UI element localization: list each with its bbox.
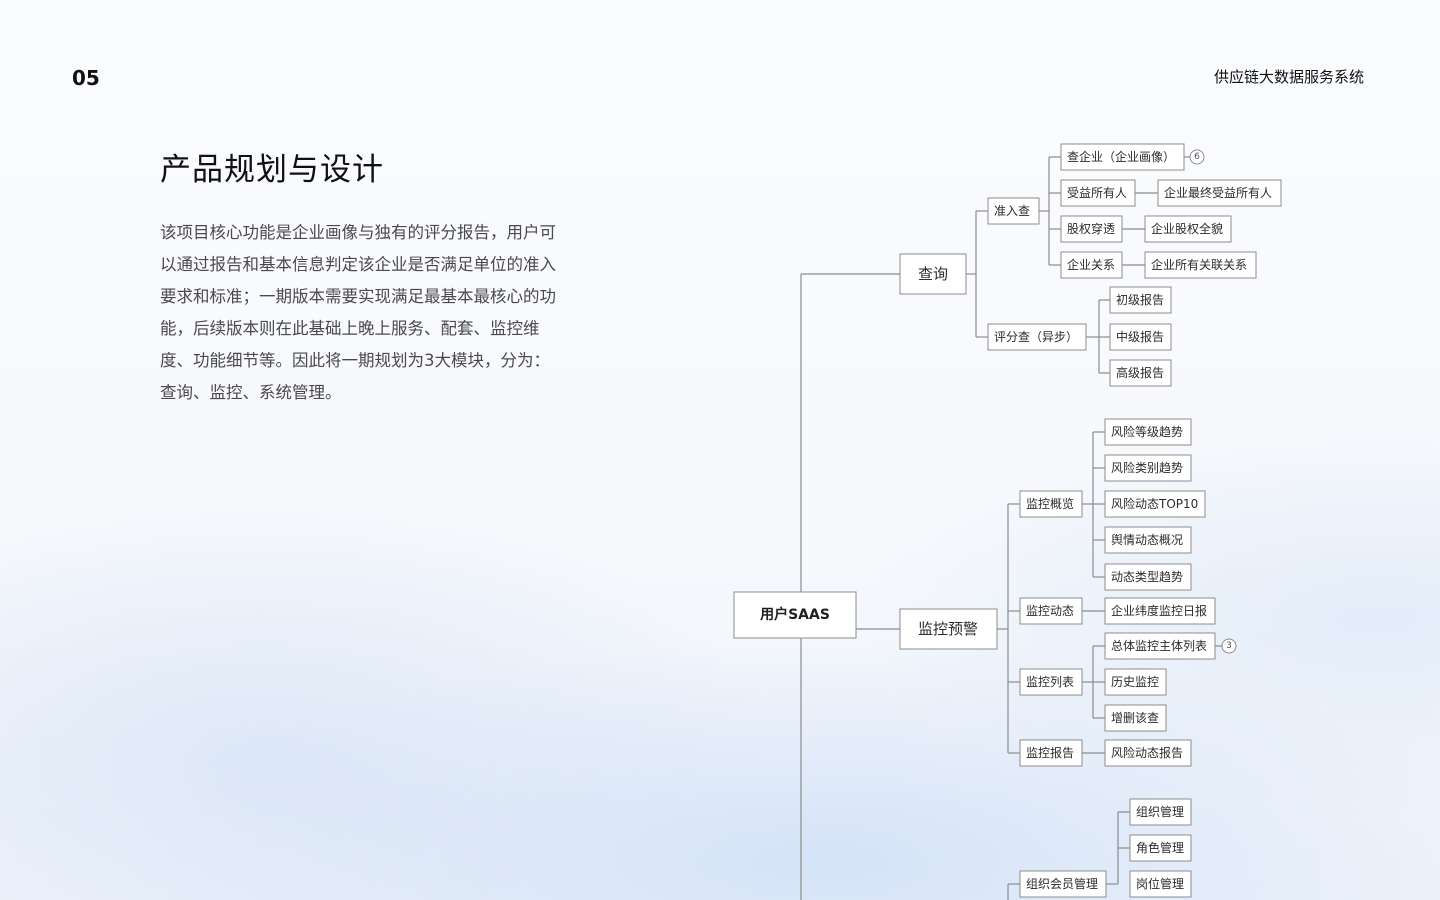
node-risk-top10-label: 风险动态TOP10	[1111, 496, 1198, 511]
node-risk-category-trend-label: 风险类别趋势	[1111, 460, 1183, 475]
node-report-high-label: 高级报告	[1116, 365, 1164, 380]
system-title: 供应链大数据服务系统	[1213, 68, 1364, 86]
node-company-portrait: 查企业（企业画像） 6	[1060, 143, 1205, 171]
node-monitor-dynamics-label: 监控动态	[1026, 604, 1074, 618]
root-node-label: 用户SAAS	[760, 606, 830, 623]
node-report-basic: 初级报告	[1109, 286, 1172, 314]
node-score-check-label: 评分查（异步）	[994, 330, 1078, 344]
count-badge-label: 3	[1226, 641, 1232, 651]
node-monitor-report-label: 监控报告	[1026, 745, 1074, 760]
node-company-portrait-label: 查企业（企业画像）	[1067, 149, 1175, 164]
node-daily-monitor-report: 企业纬度监控日报	[1104, 597, 1216, 625]
node-sentiment-overview: 舆情动态概况	[1104, 526, 1192, 554]
node-monitor-overview-label: 监控概览	[1026, 496, 1074, 511]
node-monitored-entity-list: 总体监控主体列表 3	[1104, 632, 1237, 660]
count-badge-label: 6	[1194, 152, 1200, 162]
node-all-relations-label: 企业所有关联关系	[1151, 257, 1247, 272]
node-crud: 增删该查	[1104, 704, 1167, 732]
node-monitor-label: 监控预警	[918, 620, 978, 638]
node-report-mid: 中级报告	[1109, 323, 1172, 351]
count-badge	[1221, 638, 1237, 654]
node-org-mgmt-label: 组织管理	[1136, 804, 1184, 819]
count-badge	[1189, 149, 1205, 165]
page-number: 05	[72, 66, 100, 90]
node-dynamic-type-trend: 动态类型趋势	[1104, 563, 1192, 591]
node-company-relations-label: 企业关系	[1067, 257, 1115, 272]
node-equity-overview: 企业股权全貌	[1144, 215, 1232, 243]
node-org-mgmt: 组织管理	[1129, 798, 1192, 826]
node-equity-penetration: 股权穿透	[1060, 215, 1123, 243]
node-monitor-list-label: 监控列表	[1026, 675, 1074, 689]
node-dynamic-type-trend-label: 动态类型趋势	[1111, 570, 1183, 584]
node-ultimate-beneficial-owner-label: 企业最终受益所有人	[1164, 185, 1272, 200]
node-equity-penetration-label: 股权穿透	[1067, 221, 1115, 236]
node-org-member-mgmt: 组织会员管理	[1019, 870, 1107, 898]
root-node: 用户SAAS	[733, 591, 857, 639]
node-daily-monitor-report-label: 企业纬度监控日报	[1111, 603, 1207, 618]
node-risk-dynamic-report: 风险动态报告	[1104, 739, 1192, 767]
node-monitor-overview: 监控概览	[1019, 490, 1083, 518]
node-all-relations: 企业所有关联关系	[1144, 251, 1257, 279]
node-sentiment-overview-label: 舆情动态概况	[1111, 532, 1183, 547]
node-org-member-mgmt-label: 组织会员管理	[1026, 876, 1098, 891]
node-query: 查询	[899, 253, 967, 295]
node-risk-dynamic-report-label: 风险动态报告	[1111, 745, 1183, 760]
page-title: 产品规划与设计	[160, 152, 384, 188]
node-monitor-list: 监控列表	[1019, 668, 1083, 696]
description-text: 该项目核心功能是企业画像与独有的评分报告，用户可以通过报告和基本信息判定该企业是…	[160, 223, 556, 402]
node-company-relations: 企业关系	[1060, 251, 1123, 279]
node-history-monitor-label: 历史监控	[1111, 675, 1159, 689]
node-query-label: 查询	[918, 265, 948, 283]
node-access-check: 准入查	[987, 197, 1040, 225]
node-access-check-label: 准入查	[994, 204, 1030, 218]
node-beneficial-owner-label: 受益所有人	[1067, 186, 1127, 200]
node-beneficial-owner: 受益所有人	[1060, 179, 1136, 207]
node-monitor-report: 监控报告	[1019, 739, 1083, 767]
node-risk-category-trend: 风险类别趋势	[1104, 454, 1192, 482]
node-role-mgmt: 角色管理	[1129, 834, 1192, 862]
node-role-mgmt-label: 角色管理	[1136, 840, 1184, 855]
mindmap-edges	[800, 156, 1222, 900]
node-risk-top10: 风险动态TOP10	[1104, 490, 1206, 518]
node-risk-level-trend-label: 风险等级趋势	[1111, 424, 1183, 439]
node-report-high: 高级报告	[1109, 359, 1172, 387]
node-ultimate-beneficial-owner: 企业最终受益所有人	[1157, 179, 1282, 207]
node-risk-level-trend: 风险等级趋势	[1104, 418, 1192, 446]
node-monitor-dynamics: 监控动态	[1019, 597, 1083, 625]
node-report-mid-label: 中级报告	[1116, 329, 1164, 344]
node-post-mgmt: 岗位管理	[1129, 870, 1192, 898]
node-score-check: 评分查（异步）	[987, 323, 1087, 351]
node-post-mgmt-label: 岗位管理	[1136, 876, 1184, 891]
node-equity-overview-label: 企业股权全貌	[1151, 221, 1223, 236]
node-crud-label: 增删该查	[1111, 711, 1159, 725]
node-monitored-entity-list-label: 总体监控主体列表	[1111, 639, 1207, 653]
node-monitor: 监控预警	[899, 608, 998, 650]
node-report-basic-label: 初级报告	[1116, 292, 1164, 307]
node-history-monitor: 历史监控	[1104, 668, 1167, 696]
